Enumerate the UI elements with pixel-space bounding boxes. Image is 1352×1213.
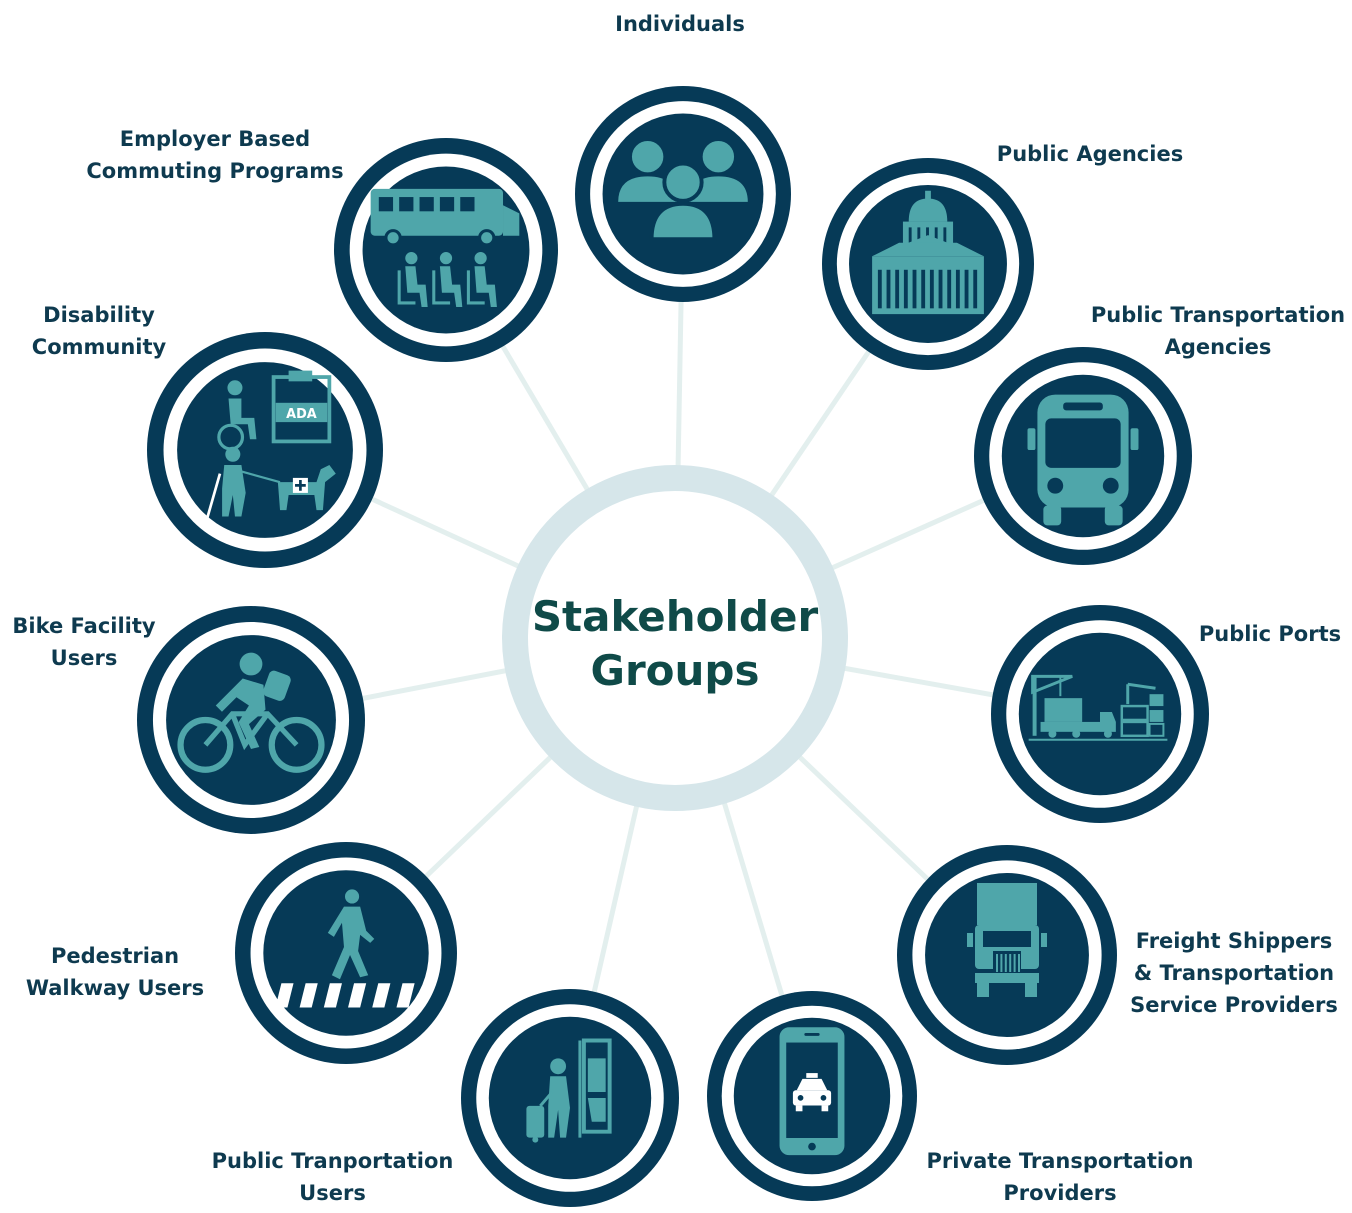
cyclist-icon xyxy=(177,652,325,773)
node-public-agencies xyxy=(822,158,1034,370)
accessibility-ada-icon: ADA xyxy=(205,370,336,520)
label-line: Providers xyxy=(1003,1181,1117,1205)
port-crane-truck-icon xyxy=(1028,674,1168,741)
label-line: Disability xyxy=(43,303,155,327)
capitol-building-icon xyxy=(872,190,984,315)
traveler-luggage-icon xyxy=(526,1038,612,1143)
label-line: Individuals xyxy=(615,12,745,36)
stakeholder-nodes: ADA xyxy=(137,86,1209,1207)
svg-text:ADA: ADA xyxy=(286,407,317,422)
label-individuals: Individuals xyxy=(560,8,800,40)
label-line: Commuting Programs xyxy=(86,159,344,183)
label-line: Public Transportation xyxy=(1090,303,1346,327)
semi-truck-icon xyxy=(967,883,1047,997)
label-line: Agencies xyxy=(1164,335,1272,359)
label-line: Public Agencies xyxy=(996,142,1184,166)
node-public-transportation-users xyxy=(461,989,679,1207)
node-individuals xyxy=(575,86,791,302)
smartphone-taxi-icon xyxy=(779,1027,845,1156)
label-line: Public Ports xyxy=(1198,622,1342,646)
center-title-line-1: Stakeholder xyxy=(531,592,819,641)
label-public-agencies: Public Agencies xyxy=(970,138,1210,170)
label-line: Public Tranportation xyxy=(211,1149,454,1173)
node-private-transportation-providers xyxy=(707,991,917,1201)
label-line: Service Providers xyxy=(1130,993,1338,1017)
inner-disc xyxy=(177,362,353,538)
inner-disc xyxy=(488,1016,652,1180)
label-line: Walkway Users xyxy=(25,976,205,1000)
label-line: Community xyxy=(31,335,167,359)
label-line: Employer Based xyxy=(119,127,311,151)
node-pedestrian-walkway-users xyxy=(235,842,457,1064)
people-group-icon xyxy=(618,140,748,242)
label-line: Users xyxy=(50,646,118,670)
label-line: Private Transportation xyxy=(926,1149,1194,1173)
commuter-bus-riders-icon xyxy=(370,188,520,308)
inner-disc xyxy=(1018,632,1182,796)
node-disability-community: ADA xyxy=(147,332,383,568)
label-line: Users xyxy=(299,1181,366,1205)
node-public-transportation-agencies xyxy=(974,347,1192,565)
label-line: Pedestrian xyxy=(50,944,180,968)
node-bike-facility-users xyxy=(137,606,365,834)
center-title-line-2: Groups xyxy=(590,646,760,695)
center-title: Stakeholder Groups xyxy=(510,590,840,698)
center-ring xyxy=(502,465,848,811)
label-line: & Transportation xyxy=(1133,961,1335,985)
label-line: Bike Facility xyxy=(12,614,156,638)
label-public-ports: Public Ports xyxy=(1188,618,1352,650)
node-employer-based-commuting xyxy=(334,138,558,362)
label-line: Freight Shippers xyxy=(1135,929,1333,953)
node-freight-shippers xyxy=(897,845,1117,1065)
bus-front-icon xyxy=(1027,394,1139,526)
node-public-ports xyxy=(991,605,1209,823)
